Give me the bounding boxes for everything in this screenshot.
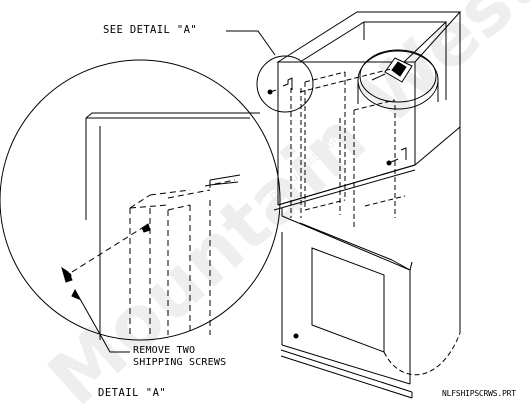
detail-screw bbox=[61, 223, 151, 283]
detail-a-title: DETAIL "A" bbox=[98, 387, 167, 399]
drawing-filename: NLFSHIPSCRWS.PRT bbox=[442, 389, 516, 398]
front-panel-hidden-lines bbox=[290, 67, 406, 228]
see-detail-label: SEE DETAIL "A" bbox=[103, 24, 198, 36]
section-divider-rail bbox=[273, 164, 416, 271]
remove-screws-label-line1: REMOVE TWO bbox=[133, 345, 196, 356]
remove-screws-arrowhead bbox=[71, 288, 80, 300]
fan-motor bbox=[357, 49, 439, 110]
unit-bottom-cabinet bbox=[280, 127, 461, 399]
detail-a-hidden-lines bbox=[129, 179, 236, 335]
see-detail-leader bbox=[226, 30, 276, 56]
remove-screws-label-line2: SHIPPING SCREWS bbox=[133, 357, 227, 368]
detail-a-circle bbox=[0, 59, 281, 341]
remove-screws-leader bbox=[74, 289, 130, 353]
cabinet-base-hidden-arc bbox=[383, 332, 461, 376]
detail-a-zoom bbox=[0, 59, 281, 341]
front-screws bbox=[267, 77, 407, 166]
detail-callout-circle bbox=[256, 55, 314, 113]
